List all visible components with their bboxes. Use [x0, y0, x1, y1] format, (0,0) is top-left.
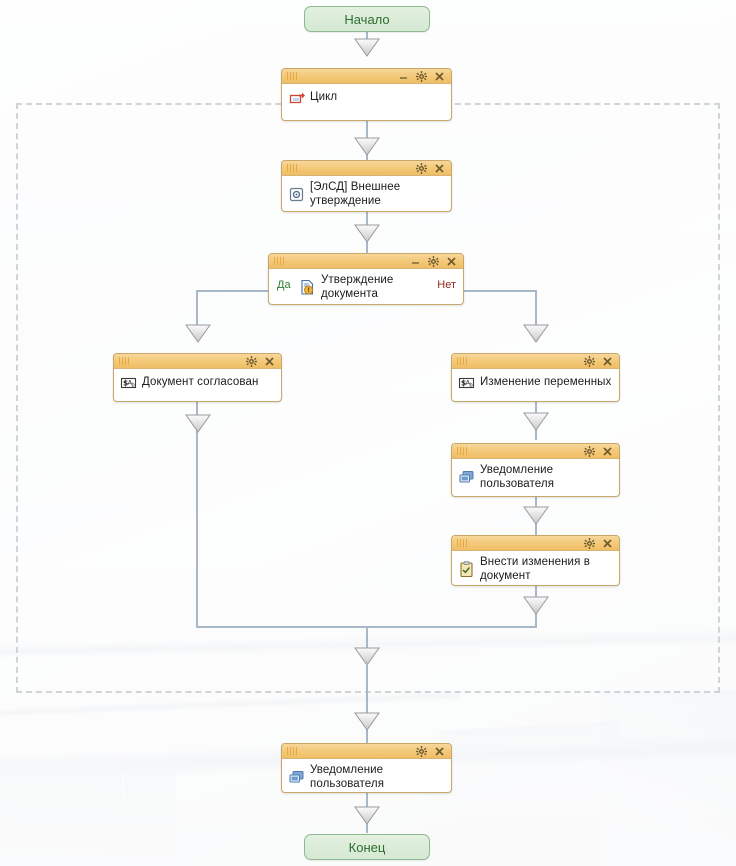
close-icon[interactable] [602, 356, 613, 367]
close-icon[interactable] [602, 538, 613, 549]
node-user-notification-final-label: Уведомление пользователя [310, 764, 385, 790]
node-change-variables-titlebar[interactable] [452, 354, 619, 369]
node-external-approval-body: [ЭлСД] Внешнее утверждение [282, 176, 451, 214]
drag-grip-icon[interactable] [287, 72, 297, 80]
node-make-changes-body: Внести изменения в документ [452, 551, 619, 589]
connector-loop-exit-to-final [366, 662, 368, 746]
node-document-approval-titlebar[interactable] [269, 254, 463, 269]
node-document-approval-label: Утверждение документа [321, 274, 394, 300]
close-icon[interactable] [434, 163, 445, 174]
gear-icon[interactable] [416, 162, 427, 174]
arrow-start-to-cycle [354, 38, 380, 57]
loop-icon [288, 89, 305, 106]
drag-grip-icon[interactable] [119, 357, 129, 365]
close-icon[interactable] [446, 256, 457, 267]
notification-icon [458, 469, 475, 486]
terminator-start[interactable]: Начало [304, 6, 430, 32]
arrow-decision-yes [185, 324, 211, 343]
node-cycle-body: Цикл [282, 84, 451, 112]
gear-icon[interactable] [584, 537, 595, 549]
node-external-approval-label: [ЭлСД] Внешнее утверждение [310, 181, 401, 207]
gear-icon[interactable] [428, 255, 439, 267]
node-document-approval[interactable]: Утверждение документа Да Нет [268, 253, 464, 305]
minimize-icon[interactable] [410, 256, 421, 267]
svg-text:$: $ [123, 379, 128, 388]
svg-text:A: A [466, 380, 471, 387]
node-user-notification-branch-body: Уведомление пользователя [452, 459, 619, 497]
drag-grip-icon[interactable] [457, 447, 467, 455]
connector-merge-down [366, 626, 368, 662]
node-change-variables-label: Изменение переменных [480, 375, 612, 388]
notification-icon [288, 769, 305, 786]
close-icon[interactable] [434, 71, 445, 82]
node-document-agreed-titlebar[interactable] [114, 354, 281, 369]
gear-icon[interactable] [416, 70, 427, 82]
node-make-changes-label: Внести изменения в документ [480, 556, 590, 582]
connector-decision-no-vertical [535, 290, 537, 332]
branch-label-yes: Да [277, 279, 291, 291]
svg-text:b: b [131, 382, 135, 388]
terminator-end[interactable]: Конец [304, 834, 430, 860]
node-make-changes-titlebar[interactable] [452, 536, 619, 551]
node-cycle-label: Цикл [310, 90, 338, 103]
svg-text:b: b [469, 382, 473, 388]
drag-grip-icon[interactable] [274, 257, 284, 265]
node-user-notification-branch[interactable]: Уведомление пользователя [451, 443, 620, 497]
drag-grip-icon[interactable] [287, 164, 297, 172]
gear-icon[interactable] [416, 745, 427, 757]
task-icon [458, 561, 475, 578]
branch-label-no: Нет [437, 279, 456, 291]
arrow-cycle-to-external [354, 137, 380, 156]
arrow-final-to-end [354, 806, 380, 825]
node-user-notification-branch-titlebar[interactable] [452, 444, 619, 459]
svg-text:$: $ [461, 379, 466, 388]
gear-icon[interactable] [584, 445, 595, 457]
gear-icon[interactable] [246, 355, 257, 367]
node-external-approval[interactable]: [ЭлСД] Внешнее утверждение [281, 160, 452, 212]
close-icon[interactable] [434, 746, 445, 757]
arrow-merge-down [354, 647, 380, 666]
connector-decision-yes-vertical [196, 290, 198, 332]
connector-decision-no-horizontal [463, 290, 536, 292]
svg-text:A: A [128, 380, 133, 387]
connector-agreed-to-merge [196, 402, 198, 628]
node-user-notification-final-titlebar[interactable] [282, 744, 451, 759]
arrow-notification-to-changes [523, 506, 549, 525]
arrow-loop-exit [354, 712, 380, 731]
node-document-agreed-label: Документ согласован [142, 375, 259, 388]
drag-grip-icon[interactable] [457, 539, 467, 547]
node-external-approval-titlebar[interactable] [282, 161, 451, 176]
node-user-notification-branch-label: Уведомление пользователя [480, 464, 555, 490]
gear-icon[interactable] [584, 355, 595, 367]
arrow-decision-no [523, 324, 549, 343]
external-approval-icon [288, 186, 305, 203]
node-make-changes[interactable]: Внести изменения в документ [451, 535, 620, 586]
arrow-agreed-down [185, 414, 211, 433]
close-icon[interactable] [264, 356, 275, 367]
drag-grip-icon[interactable] [287, 747, 297, 755]
connector-decision-yes-horizontal [196, 290, 272, 292]
drag-grip-icon[interactable] [457, 357, 467, 365]
arrow-changes-down [523, 596, 549, 615]
node-cycle[interactable]: Цикл [281, 68, 452, 121]
node-document-approval-body: Утверждение документа [269, 269, 463, 307]
document-approval-icon [299, 279, 316, 296]
close-icon[interactable] [602, 446, 613, 457]
arrow-external-to-decision [354, 224, 380, 243]
arrow-variables-to-notification [523, 412, 549, 431]
node-user-notification-final[interactable]: Уведомление пользователя [281, 743, 452, 793]
node-user-notification-final-body: Уведомление пользователя [282, 759, 451, 797]
minimize-icon[interactable] [398, 71, 409, 82]
node-cycle-titlebar[interactable] [282, 69, 451, 84]
